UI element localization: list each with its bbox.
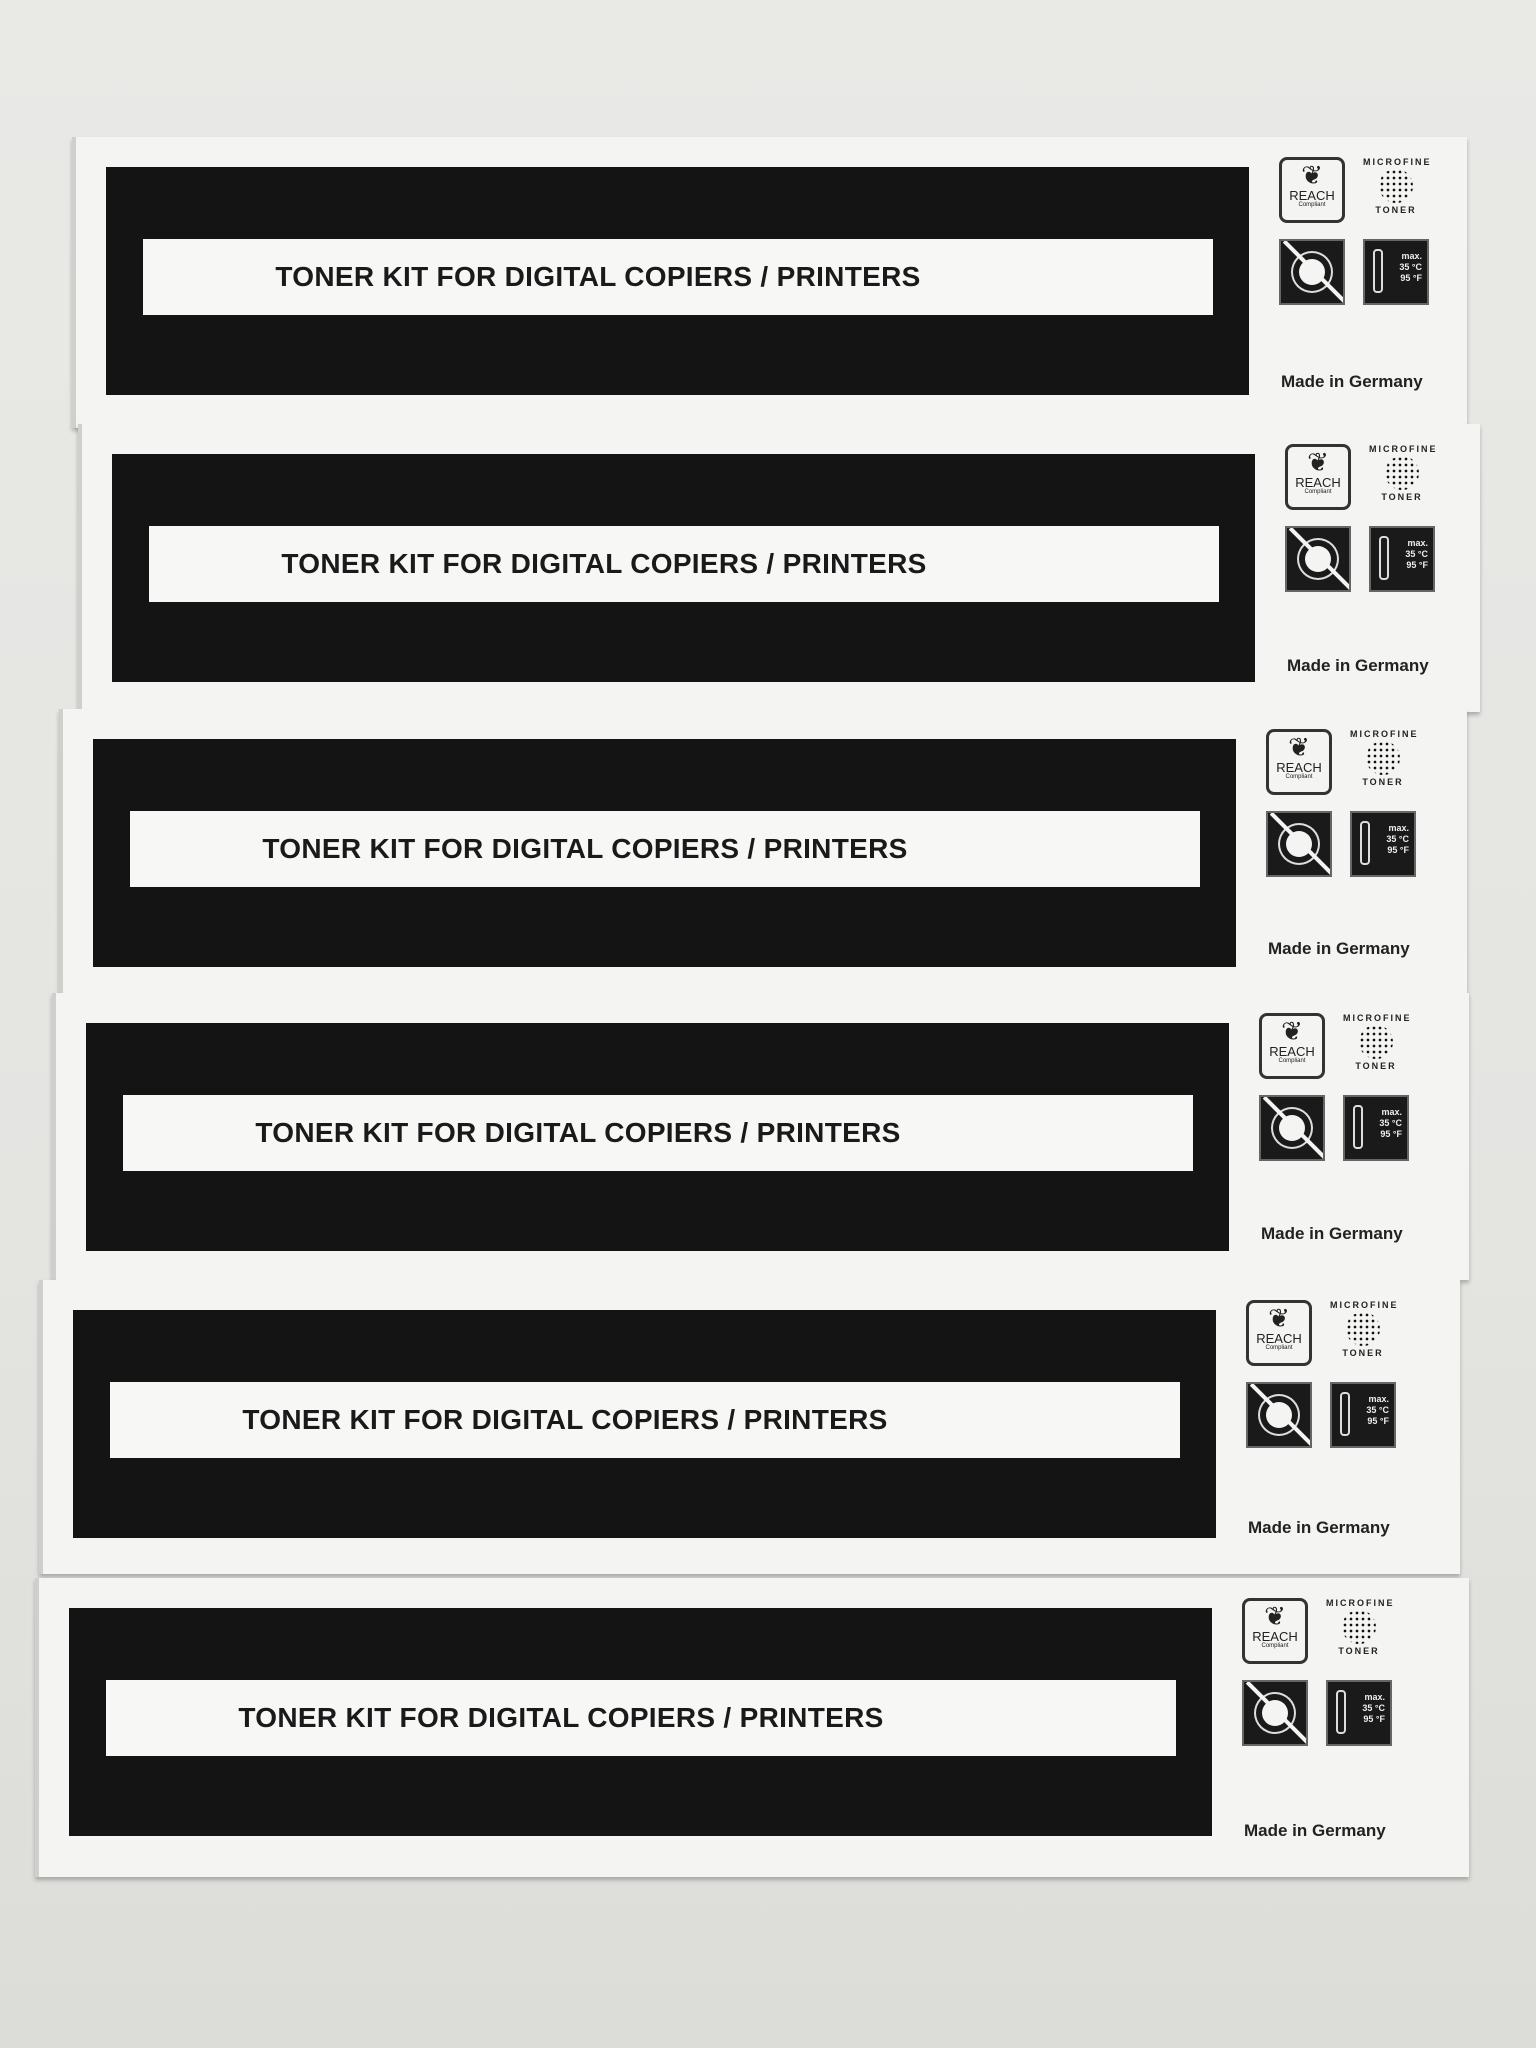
toner-label: TONER	[1342, 1348, 1384, 1358]
title-strip: TONER KIT FOR DIGITAL COPIERS / PRINTERS	[143, 239, 1213, 315]
title-strip: TONER KIT FOR DIGITAL COPIERS / PRINTERS	[130, 811, 1200, 887]
made-in-germany-label: Made in Germany	[1261, 1224, 1403, 1243]
temp-max-label: max.	[1401, 251, 1422, 261]
temp-max-label: max.	[1368, 1394, 1389, 1404]
microfine-toner-icon: MICROFINE TONER	[1343, 1013, 1412, 1079]
temp-celsius: 35 °C	[1399, 262, 1422, 272]
no-sunlight-icon	[1259, 1095, 1325, 1161]
box-title: TONER KIT FOR DIGITAL COPIERS / PRINTERS	[275, 261, 921, 292]
toner-box: TONER KIT FOR DIGITAL COPIERS / PRINTERS…	[52, 993, 1469, 1280]
toner-box: TONER KIT FOR DIGITAL COPIERS / PRINTERS…	[59, 709, 1467, 995]
made-in-germany-label: Made in Germany	[1244, 1821, 1386, 1840]
title-strip: TONER KIT FOR DIGITAL COPIERS / PRINTERS	[110, 1382, 1180, 1458]
reach-compliant-icon: ❦ REACH Compliant	[1266, 729, 1332, 795]
toner-box: TONER KIT FOR DIGITAL COPIERS / PRINTERS…	[72, 137, 1467, 428]
box-title: TONER KIT FOR DIGITAL COPIERS / PRINTERS	[262, 833, 908, 864]
made-in-germany-label: Made in Germany	[1268, 939, 1410, 958]
toner-label: TONER	[1362, 777, 1404, 787]
temp-fahrenheit: 95 °F	[1367, 1416, 1389, 1426]
reach-label: REACH	[1256, 1331, 1302, 1346]
box-title: TONER KIT FOR DIGITAL COPIERS / PRINTERS	[255, 1117, 901, 1148]
no-sunlight-icon	[1279, 239, 1345, 305]
reach-sub-label: Compliant	[1261, 1643, 1289, 1649]
temp-max-label: max.	[1364, 1692, 1385, 1702]
reach-label: REACH	[1289, 188, 1335, 203]
microfine-toner-icon: MICROFINE TONER	[1363, 157, 1432, 223]
box-title: TONER KIT FOR DIGITAL COPIERS / PRINTERS	[281, 548, 927, 579]
microfine-label: MICROFINE	[1330, 1300, 1399, 1310]
temp-fahrenheit: 95 °F	[1400, 273, 1422, 283]
reach-sub-label: Compliant	[1265, 1345, 1293, 1351]
microfine-label: MICROFINE	[1350, 729, 1419, 739]
toner-label: TONER	[1338, 1646, 1380, 1656]
black-label-band: TONER KIT FOR DIGITAL COPIERS / PRINTERS	[112, 454, 1255, 682]
made-in-germany-label: Made in Germany	[1281, 372, 1423, 391]
black-label-band: TONER KIT FOR DIGITAL COPIERS / PRINTERS	[73, 1310, 1216, 1538]
toner-box: TONER KIT FOR DIGITAL COPIERS / PRINTERS…	[78, 424, 1480, 712]
temp-max-label: max.	[1381, 1107, 1402, 1117]
title-strip: TONER KIT FOR DIGITAL COPIERS / PRINTERS	[123, 1095, 1193, 1171]
microfine-label: MICROFINE	[1343, 1013, 1412, 1023]
reach-compliant-icon: ❦ REACH Compliant	[1242, 1598, 1308, 1664]
box-title: TONER KIT FOR DIGITAL COPIERS / PRINTERS	[242, 1404, 888, 1435]
reach-sub-label: Compliant	[1304, 489, 1332, 495]
temp-celsius: 35 °C	[1362, 1703, 1385, 1713]
title-strip: TONER KIT FOR DIGITAL COPIERS / PRINTERS	[106, 1680, 1176, 1756]
black-label-band: TONER KIT FOR DIGITAL COPIERS / PRINTERS	[93, 739, 1236, 967]
reach-sub-label: Compliant	[1278, 1058, 1306, 1064]
microfine-label: MICROFINE	[1369, 444, 1438, 454]
no-sunlight-icon	[1266, 811, 1332, 877]
no-sunlight-icon	[1246, 1382, 1312, 1448]
temp-celsius: 35 °C	[1366, 1405, 1389, 1415]
made-in-germany-label: Made in Germany	[1248, 1518, 1390, 1537]
no-sunlight-icon	[1242, 1680, 1308, 1746]
microfine-toner-icon: MICROFINE TONER	[1330, 1300, 1399, 1366]
microfine-label: MICROFINE	[1326, 1598, 1395, 1608]
reach-label: REACH	[1295, 475, 1341, 490]
reach-sub-label: Compliant	[1298, 202, 1326, 208]
reach-compliant-icon: ❦ REACH Compliant	[1259, 1013, 1325, 1079]
toner-label: TONER	[1375, 205, 1417, 215]
box-title: TONER KIT FOR DIGITAL COPIERS / PRINTERS	[238, 1702, 884, 1733]
temp-celsius: 35 °C	[1379, 1118, 1402, 1128]
black-label-band: TONER KIT FOR DIGITAL COPIERS / PRINTERS	[86, 1023, 1229, 1251]
made-in-germany-label: Made in Germany	[1287, 656, 1429, 675]
black-label-band: TONER KIT FOR DIGITAL COPIERS / PRINTERS	[106, 167, 1249, 395]
temp-fahrenheit: 95 °F	[1406, 560, 1428, 570]
reach-compliant-icon: ❦ REACH Compliant	[1246, 1300, 1312, 1366]
microfine-toner-icon: MICROFINE TONER	[1350, 729, 1419, 795]
title-strip: TONER KIT FOR DIGITAL COPIERS / PRINTERS	[149, 526, 1219, 602]
reach-compliant-icon: ❦ REACH Compliant	[1285, 444, 1351, 510]
toner-label: TONER	[1355, 1061, 1397, 1071]
temp-fahrenheit: 95 °F	[1380, 1129, 1402, 1139]
temp-max-label: max.	[1407, 538, 1428, 548]
temp-celsius: 35 °C	[1405, 549, 1428, 559]
microfine-toner-icon: MICROFINE TONER	[1326, 1598, 1395, 1664]
toner-box: TONER KIT FOR DIGITAL COPIERS / PRINTERS…	[39, 1280, 1460, 1574]
temp-max-label: max.	[1388, 823, 1409, 833]
microfine-toner-icon: MICROFINE TONER	[1369, 444, 1438, 510]
toner-box: TONER KIT FOR DIGITAL COPIERS / PRINTERS…	[35, 1578, 1469, 1877]
no-sunlight-icon	[1285, 526, 1351, 592]
reach-sub-label: Compliant	[1285, 774, 1313, 780]
toner-label: TONER	[1381, 492, 1423, 502]
temp-fahrenheit: 95 °F	[1387, 845, 1409, 855]
temp-fahrenheit: 95 °F	[1363, 1714, 1385, 1724]
black-label-band: TONER KIT FOR DIGITAL COPIERS / PRINTERS	[69, 1608, 1212, 1836]
reach-label: REACH	[1276, 760, 1322, 775]
reach-label: REACH	[1269, 1044, 1315, 1059]
temp-celsius: 35 °C	[1386, 834, 1409, 844]
microfine-label: MICROFINE	[1363, 157, 1432, 167]
reach-compliant-icon: ❦ REACH Compliant	[1279, 157, 1345, 223]
reach-label: REACH	[1252, 1629, 1298, 1644]
